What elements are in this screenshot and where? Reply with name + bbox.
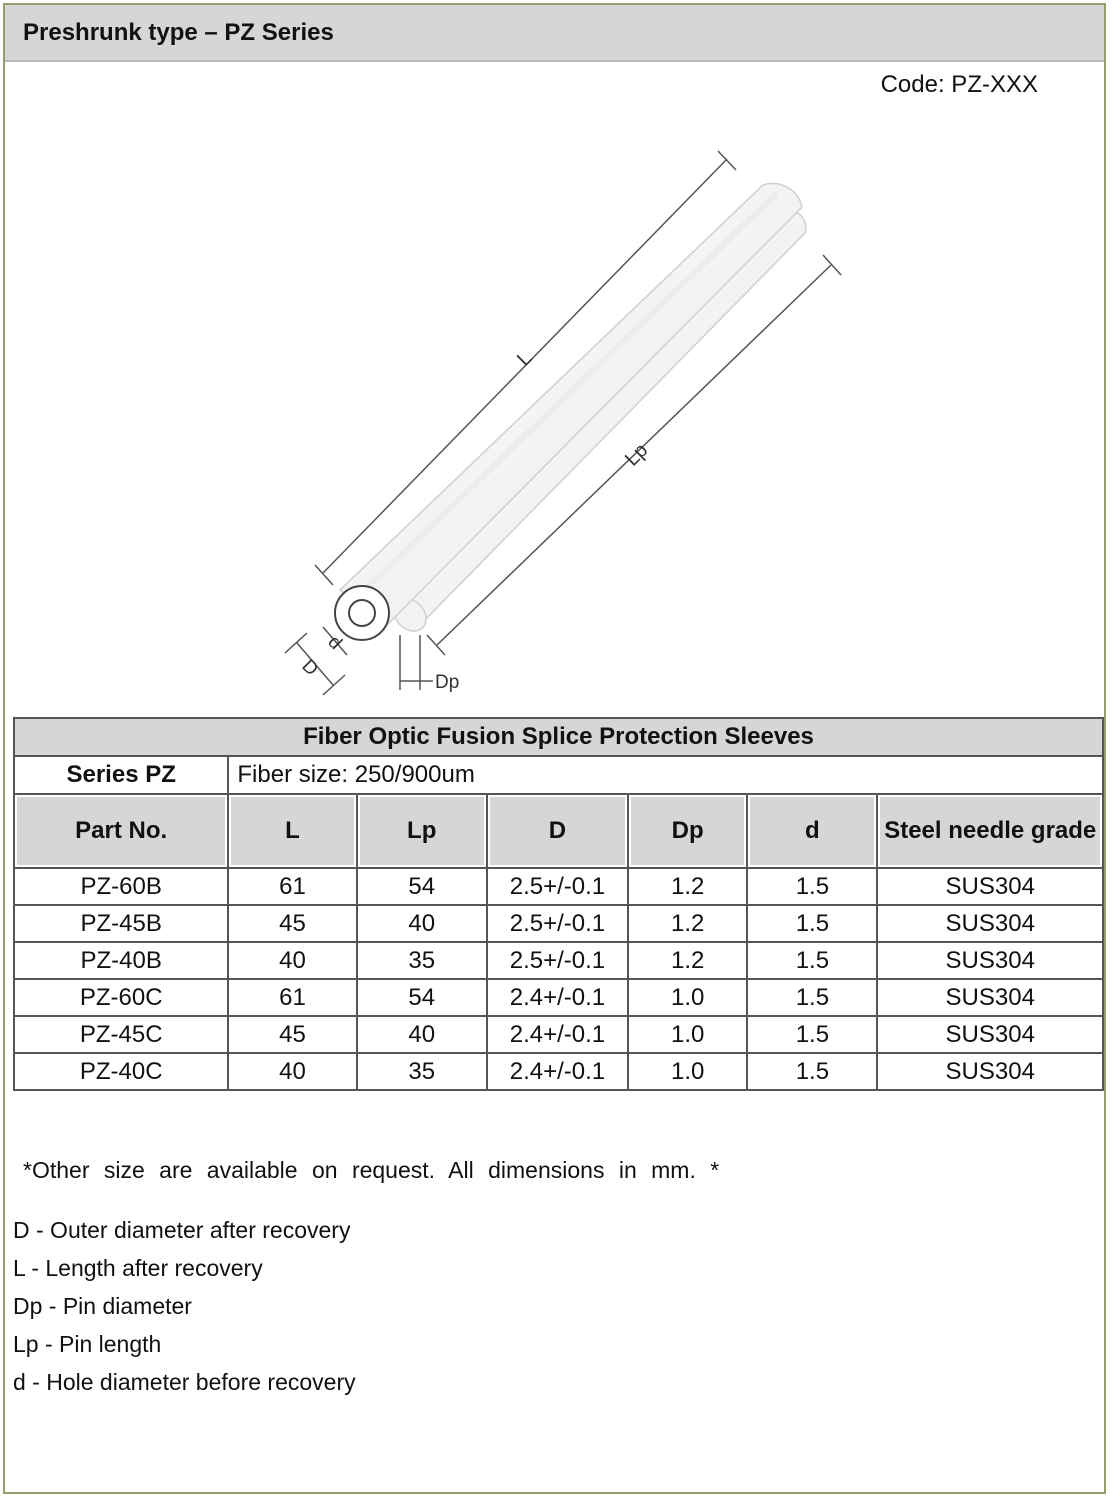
table-row: PZ-60C 61 54 2.4+/-0.1 1.0 1.5 SUS304	[12, 978, 1104, 1017]
dimension-L	[314, 150, 737, 586]
cell-L: 45	[227, 904, 358, 943]
cell-Dp: 1.0	[627, 978, 749, 1017]
cell-Lp: 35	[355, 941, 488, 980]
cell-Lp: 54	[355, 978, 488, 1017]
cell-steel-grade: SUS304	[876, 1052, 1104, 1091]
cell-Dp: 1.2	[627, 941, 749, 980]
cell-D: 2.5+/-0.1	[485, 904, 630, 943]
cell-d: 1.5	[746, 867, 879, 906]
cell-D: 2.4+/-0.1	[485, 978, 630, 1017]
legend-item-Dp: Dp - Pin diameter	[13, 1293, 192, 1319]
col-header-part-no: Part No.	[12, 793, 230, 869]
cell-d: 1.5	[746, 1015, 879, 1054]
col-header-D: D	[485, 793, 630, 869]
dimension-legend: D - Outer diameter after recovery L - Le…	[13, 1211, 356, 1401]
table-row: PZ-40C 40 35 2.4+/-0.1 1.0 1.5 SUS304	[12, 1052, 1104, 1091]
cell-steel-grade: SUS304	[876, 904, 1104, 943]
series-row: Series PZ Fiber size: 250/900um	[12, 755, 1104, 795]
cell-Lp: 40	[355, 904, 488, 943]
col-header-Dp: Dp	[627, 793, 749, 869]
cell-steel-grade: SUS304	[876, 978, 1104, 1017]
legend-item-d: d - Hole diameter before recovery	[13, 1369, 356, 1395]
cell-part-no: PZ-40C	[12, 1052, 230, 1091]
cell-Lp: 35	[355, 1052, 488, 1091]
sleeve-tube	[334, 182, 803, 641]
legend-item-L: L - Length after recovery	[13, 1255, 263, 1281]
sleeve-diagram: L Lp D d Dp	[284, 150, 842, 696]
dimension-D	[284, 632, 346, 696]
cell-part-no: PZ-45B	[12, 904, 230, 943]
cell-D: 2.5+/-0.1	[485, 867, 630, 906]
table-row: PZ-60B 61 54 2.5+/-0.1 1.2 1.5 SUS304	[12, 867, 1104, 906]
cell-d: 1.5	[746, 978, 879, 1017]
table-title: Fiber Optic Fusion Splice Protection Sle…	[13, 717, 1104, 757]
cell-d: 1.5	[746, 1052, 879, 1091]
page-frame: Preshrunk type – PZ Series Code: PZ-XXX	[3, 3, 1106, 1494]
dimension-Dp-label: Dp	[435, 672, 459, 693]
col-header-d: d	[746, 793, 879, 869]
cell-steel-grade: SUS304	[876, 867, 1104, 906]
legend-item-D: D - Outer diameter after recovery	[13, 1217, 351, 1243]
col-header-L: L	[227, 793, 358, 869]
cell-part-no: PZ-40B	[12, 941, 230, 980]
cell-L: 61	[227, 978, 358, 1017]
availability-note: *Other size are available on request. Al…	[23, 1157, 720, 1183]
cell-Lp: 40	[355, 1015, 488, 1054]
series-value: Fiber size: 250/900um	[227, 755, 1104, 795]
table-header-row: Part No. L Lp D Dp d Steel needle grade	[12, 793, 1104, 869]
cell-D: 2.4+/-0.1	[485, 1052, 630, 1091]
cell-d: 1.5	[746, 904, 879, 943]
header-bar: Preshrunk type – PZ Series	[5, 5, 1104, 62]
dimension-d	[322, 626, 348, 656]
cell-L: 61	[227, 867, 358, 906]
spec-table: Fiber Optic Fusion Splice Protection Sle…	[12, 717, 1104, 1091]
cell-L: 40	[227, 941, 358, 980]
cell-part-no: PZ-45C	[12, 1015, 230, 1054]
cell-Dp: 1.0	[627, 1052, 749, 1091]
col-header-Lp: Lp	[355, 793, 488, 869]
cell-Dp: 1.2	[627, 867, 749, 906]
cell-d: 1.5	[746, 941, 879, 980]
dimension-D-label: D	[297, 656, 322, 681]
cell-Dp: 1.0	[627, 1015, 749, 1054]
legend-item-Lp: Lp - Pin length	[13, 1331, 162, 1357]
series-label: Series PZ	[12, 755, 230, 795]
table-row: PZ-45B 45 40 2.5+/-0.1 1.2 1.5 SUS304	[12, 904, 1104, 943]
cell-D: 2.4+/-0.1	[485, 1015, 630, 1054]
dimension-Dp	[399, 635, 433, 690]
product-code: Code: PZ-XXX	[880, 71, 1038, 98]
col-header-steel-grade: Steel needle grade	[876, 793, 1104, 869]
cell-Lp: 54	[355, 867, 488, 906]
pin-tube	[393, 209, 807, 632]
cell-Dp: 1.2	[627, 904, 749, 943]
cell-part-no: PZ-60C	[12, 978, 230, 1017]
cell-D: 2.5+/-0.1	[485, 941, 630, 980]
table-title-row: Fiber Optic Fusion Splice Protection Sle…	[13, 717, 1104, 757]
dimension-Lp	[426, 254, 842, 656]
cell-part-no: PZ-60B	[12, 867, 230, 906]
cell-steel-grade: SUS304	[876, 941, 1104, 980]
cell-steel-grade: SUS304	[876, 1015, 1104, 1054]
page-title: Preshrunk type – PZ Series	[23, 19, 334, 46]
cell-L: 40	[227, 1052, 358, 1091]
table-row: PZ-40B 40 35 2.5+/-0.1 1.2 1.5 SUS304	[12, 941, 1104, 980]
dimension-Lp-label: Lp	[621, 439, 652, 470]
cell-L: 45	[227, 1015, 358, 1054]
table-row: PZ-45C 45 40 2.4+/-0.1 1.0 1.5 SUS304	[12, 1015, 1104, 1054]
